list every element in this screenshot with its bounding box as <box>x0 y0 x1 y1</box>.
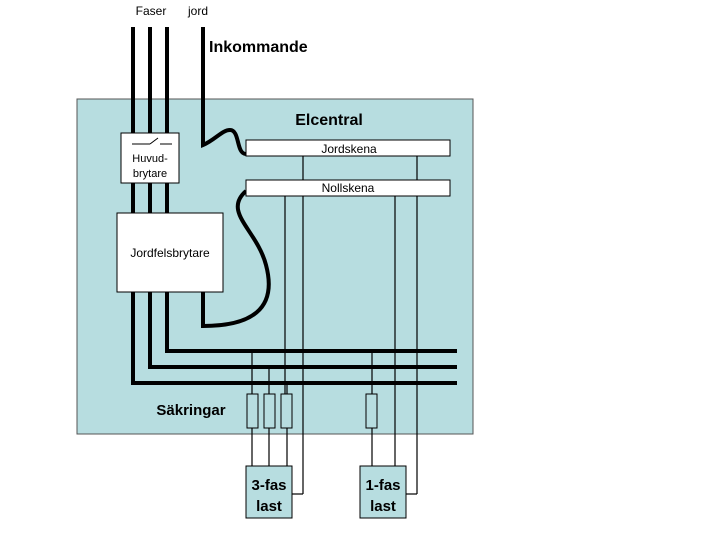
rcd-box: Jordfelsbrytare <box>116 212 224 293</box>
phases-label: Faser <box>136 4 167 18</box>
fuse <box>246 393 259 429</box>
main-switch: Huvud- brytare <box>120 132 180 184</box>
neutral-bar: Nollskena <box>245 179 451 197</box>
fuses <box>246 393 378 429</box>
earth-bar: Jordskena <box>245 139 451 157</box>
rcd-label: Jordfelsbrytare <box>130 246 210 260</box>
incoming-label: Inkommande <box>209 39 308 56</box>
fuse <box>263 393 276 429</box>
earth-bar-label: Jordskena <box>321 142 377 156</box>
load-1phase-label-line2: last <box>370 498 396 515</box>
panel-label: Elcentral <box>295 112 363 129</box>
load-1phase-label-line1: 1-fas <box>365 477 400 494</box>
load-3phase-label-line2: last <box>256 498 282 515</box>
load-3phase: 3-fas last <box>245 465 293 519</box>
main-switch-label-line1: Huvud- <box>132 153 168 165</box>
fuses-label: Säkringar <box>156 402 225 419</box>
fuse <box>365 393 378 429</box>
neutral-bar-label: Nollskena <box>322 181 375 195</box>
main-switch-label-line2: brytare <box>133 168 167 180</box>
fuse <box>280 393 293 429</box>
load-3phase-label-line1: 3-fas <box>251 477 286 494</box>
load-1phase: 1-fas last <box>359 465 407 519</box>
earth-label: jord <box>187 4 208 18</box>
